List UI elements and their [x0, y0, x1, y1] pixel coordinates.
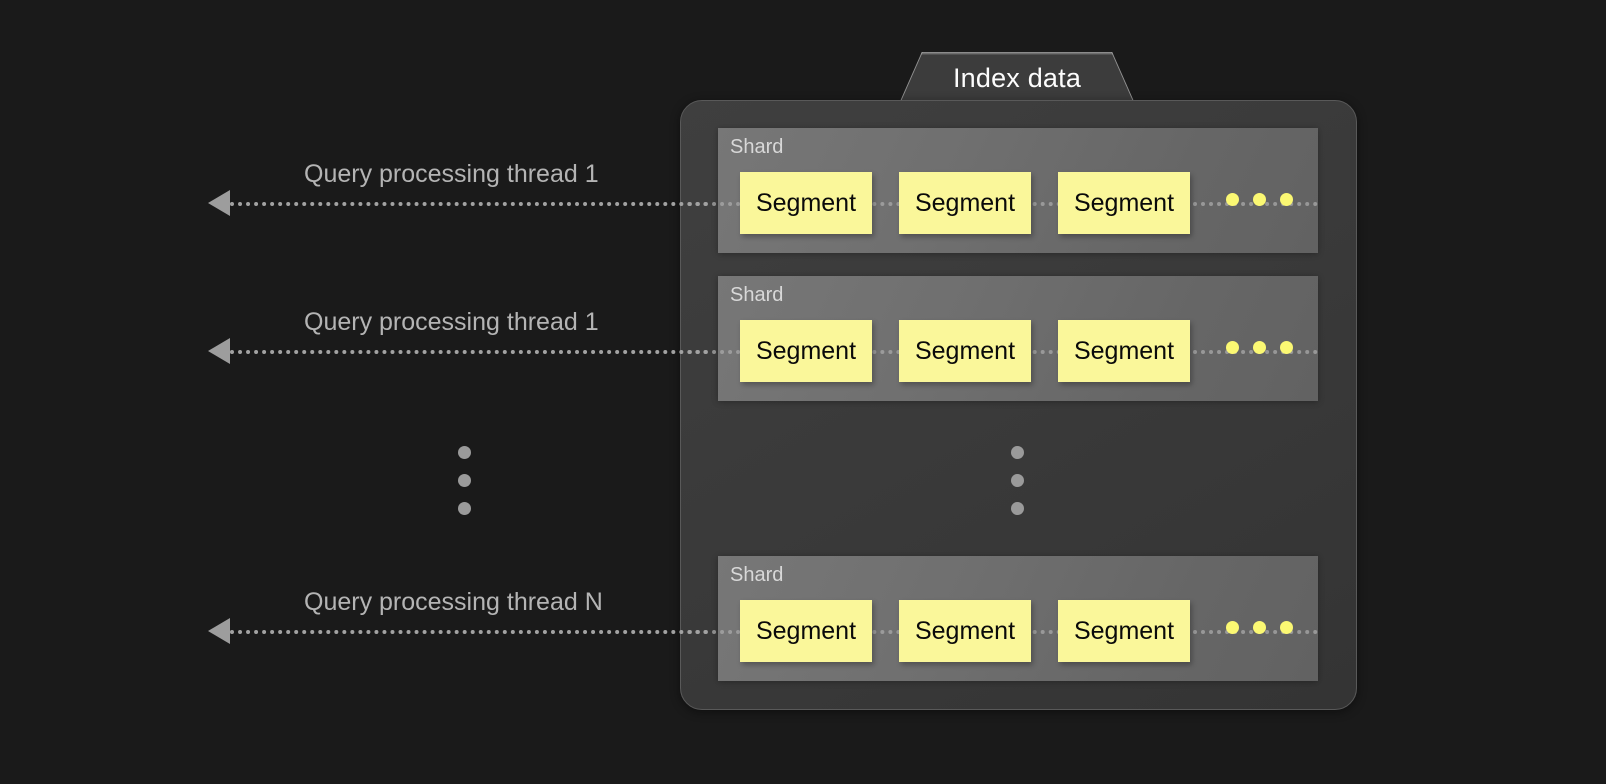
segment-ellipsis-1 [1226, 193, 1293, 206]
ellipsis-dot [1280, 621, 1293, 634]
query-thread-label-3: Query processing thread N [304, 588, 603, 616]
segment-ellipsis-2 [1226, 341, 1293, 354]
segment-box: Segment [899, 600, 1031, 662]
thread-dotted-line [230, 630, 708, 634]
segment-gap [1031, 320, 1058, 382]
query-thread-1: Query processing thread 1 [208, 160, 708, 220]
vertical-ellipsis-dot [1011, 474, 1024, 487]
segment-group-2: Segment Segment Segment [740, 320, 1190, 382]
query-thread-2: Query processing thread 1 [208, 308, 708, 368]
segment-gap [872, 172, 899, 234]
ellipsis-dot [1226, 621, 1239, 634]
arrow-left-icon [208, 338, 230, 364]
segment-gap [1031, 600, 1058, 662]
segment-box: Segment [740, 600, 872, 662]
query-thread-label-1: Query processing thread 1 [304, 160, 599, 188]
ellipsis-dot [1226, 341, 1239, 354]
ellipsis-dot [1253, 341, 1266, 354]
ellipsis-dot [1280, 341, 1293, 354]
shard-label-2: Shard [730, 284, 784, 306]
segment-group-3: Segment Segment Segment [740, 600, 1190, 662]
shard-label-3: Shard [730, 564, 784, 586]
segment-box: Segment [899, 172, 1031, 234]
segment-gap [1031, 172, 1058, 234]
query-thread-3: Query processing thread N [208, 588, 708, 648]
shard-row-1: Shard Segment Segment Segment [688, 128, 1318, 253]
shard-row-2: Shard Segment Segment Segment [688, 276, 1318, 401]
segment-box: Segment [740, 320, 872, 382]
thread-dotted-line [230, 202, 708, 206]
shard-row-3: Shard Segment Segment Segment [688, 556, 1318, 681]
index-data-title-tab: Index data [898, 52, 1136, 106]
ellipsis-dot [1253, 193, 1266, 206]
segment-gap [872, 320, 899, 382]
ellipsis-dot [1226, 193, 1239, 206]
segment-ellipsis-3 [1226, 621, 1293, 634]
ellipsis-dot [1280, 193, 1293, 206]
segment-box: Segment [1058, 172, 1190, 234]
segment-group-1: Segment Segment Segment [740, 172, 1190, 234]
vertical-ellipsis-dot [1011, 502, 1024, 515]
vertical-ellipsis-dot [458, 446, 471, 459]
vertical-ellipsis-dot [458, 502, 471, 515]
arrow-left-icon [208, 190, 230, 216]
vertical-ellipsis-dot [458, 474, 471, 487]
shard-label-1: Shard [730, 136, 784, 158]
title-tab-top-border [898, 52, 1136, 106]
segment-box: Segment [1058, 600, 1190, 662]
thread-vertical-ellipsis [458, 446, 471, 515]
query-thread-label-2: Query processing thread 1 [304, 308, 599, 336]
thread-dotted-line [230, 350, 708, 354]
vertical-ellipsis-dot [1011, 446, 1024, 459]
segment-box: Segment [1058, 320, 1190, 382]
index-data-title: Index data [952, 62, 1082, 93]
segment-box: Segment [899, 320, 1031, 382]
ellipsis-dot [1253, 621, 1266, 634]
shard-vertical-ellipsis [1011, 446, 1024, 515]
arrow-left-icon [208, 618, 230, 644]
segment-box: Segment [740, 172, 872, 234]
segment-gap [872, 600, 899, 662]
